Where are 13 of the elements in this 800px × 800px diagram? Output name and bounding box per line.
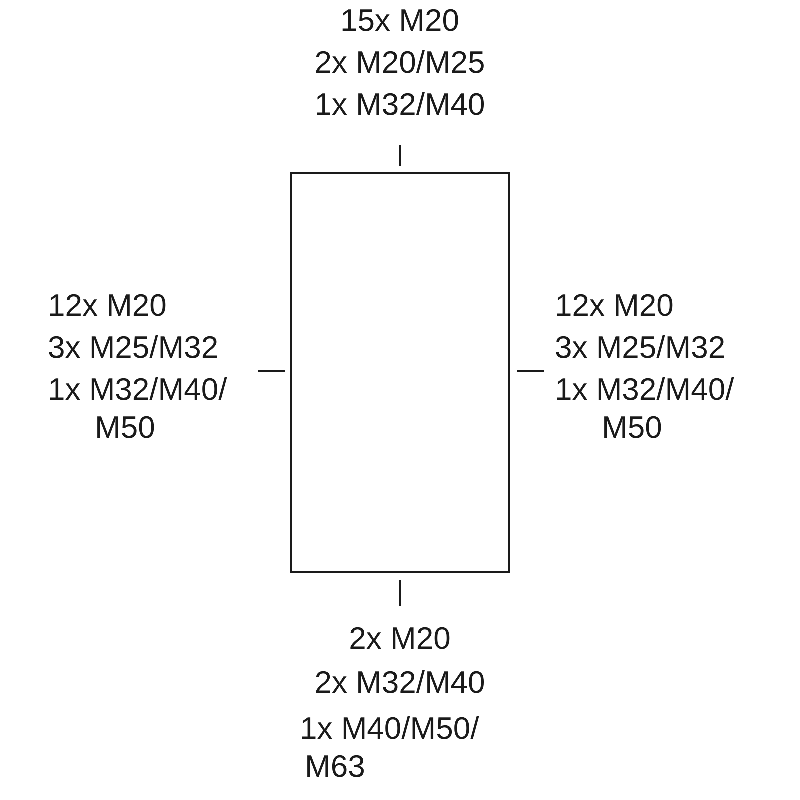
enclosure-outline xyxy=(290,172,510,573)
cable-entry-label: 12x M20 xyxy=(555,287,675,325)
cable-entry-label: 3x M25/M32 xyxy=(555,329,727,367)
cable-entry-label: 3x M25/M32 xyxy=(48,329,220,367)
cable-entry-label: 1x M32/M40/ M50 xyxy=(555,371,736,447)
cable-entry-label: 1x M40/M50/ M63 xyxy=(300,710,480,786)
cable-entry-label: 2x M20 xyxy=(348,620,452,658)
cable-entry-label: 15x M20 xyxy=(340,2,460,40)
cable-entry-label: 2x M20/M25 xyxy=(314,44,486,82)
cable-entry-label: 12x M20 xyxy=(48,287,168,325)
cable-entry-label: 2x M32/M40 xyxy=(314,664,486,702)
cable-entry-label: 1x M32/M40 xyxy=(314,86,486,124)
cable-entry-label: 1x M32/M40/ M50 xyxy=(48,371,228,447)
